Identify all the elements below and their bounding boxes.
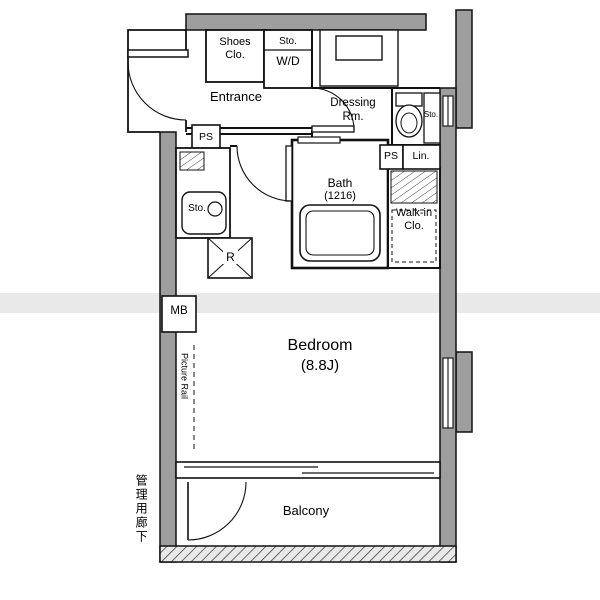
bathtub-icon [299, 204, 381, 262]
door-swing-arc [127, 61, 187, 121]
wd-label: W/D [264, 54, 312, 68]
toilet-bowl-inner [400, 112, 418, 134]
neighbor-shaft [319, 29, 399, 87]
door-leaf [311, 125, 355, 133]
meter-box [161, 295, 197, 333]
dressing-room-label: Dressing Rm. [316, 97, 390, 124]
shelf-hatch [390, 170, 438, 204]
wall-left [159, 131, 177, 563]
wd-storage-label: Sto. [264, 36, 312, 48]
door-leaf [285, 145, 293, 202]
ps-right-label: PS [383, 150, 398, 162]
kitchen-storage-label: Sto. [188, 203, 206, 214]
dressing-door [311, 87, 355, 133]
balcony-label: Balcony [282, 503, 330, 518]
bath-door [297, 136, 341, 144]
dressing-room-label-line1: Dressing [330, 97, 376, 109]
door-leaf [127, 49, 189, 58]
bath-label-line1: Bath [327, 176, 353, 190]
linen-box [402, 144, 441, 170]
wd-label-text: W/D [276, 54, 300, 68]
shoes-closet-label-line2: Clo. [225, 48, 245, 61]
entrance-closets [205, 29, 313, 89]
bathroom [290, 136, 390, 270]
walk-in-closet-label-line2: Clo. [404, 219, 424, 232]
range-label: R [223, 250, 238, 265]
wd-storage-label-line1: Sto. [279, 36, 297, 47]
walk-in-closet-label: Walk-in Clo. [386, 207, 442, 233]
picture-rail-label: Picture Rail [179, 353, 190, 400]
balcony-door-swing [187, 481, 247, 541]
door-swing-arc [236, 145, 293, 202]
entrance-door [127, 49, 189, 121]
bedroom-door [236, 145, 293, 202]
entrance-label: Entrance [209, 89, 263, 104]
faucet-icon [207, 201, 223, 217]
walk-in-closet-label-line1: Walk-in [395, 207, 433, 219]
bathtub-inner [305, 210, 375, 256]
corridor-outline [127, 29, 187, 133]
door-swing-arc [311, 87, 355, 131]
bedroom-label-line2: (8.8J) [300, 357, 340, 374]
door-swing-arc [187, 481, 247, 541]
shoes-closet-label: Shoes Clo. [206, 36, 264, 62]
corridor-label: 管理用廊下 [134, 474, 149, 544]
ps-left-label: PS [198, 131, 213, 143]
linen-label: Lin. [412, 150, 430, 162]
hanger-pipe-dashed [391, 209, 437, 263]
walk-in-closet [387, 167, 441, 269]
windows [442, 95, 454, 429]
bedroom-label: Bedroom (8.8J) [258, 336, 382, 376]
wd-closet-box [263, 29, 313, 89]
toilet-tank [395, 92, 423, 107]
dressing-room-label-line2: Rm. [342, 110, 364, 123]
wall-far-right-mid [455, 351, 473, 433]
bath-label-line2: (1216) [324, 190, 356, 203]
meter-box-label: MB [170, 305, 188, 317]
shoes-closet-label-line1: Shoes [219, 36, 251, 48]
bath-label: Bath (1216) [302, 176, 378, 203]
balcony-rail [159, 545, 457, 563]
bedroom-label-line1: Bedroom [287, 337, 353, 354]
toilet-icon [395, 92, 441, 144]
wall-right [439, 87, 457, 563]
kitchen [175, 147, 253, 279]
toilet-storage-label: Sto. [423, 110, 439, 119]
drainboard [179, 151, 205, 171]
wall-far-right-top [455, 9, 473, 129]
balcony-window [175, 461, 441, 479]
toilet-storage-box [423, 92, 441, 144]
watermark-band [0, 293, 600, 313]
wall-top [185, 13, 427, 31]
